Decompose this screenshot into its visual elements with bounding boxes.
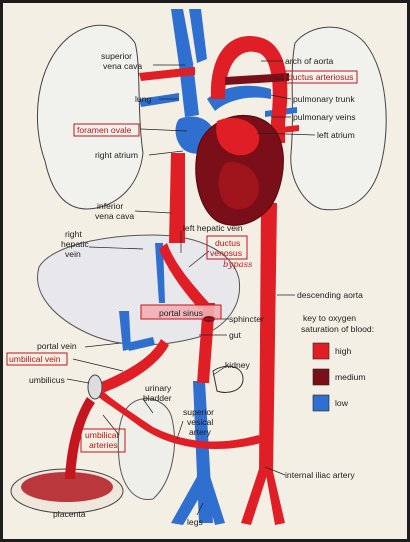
lung-label: lung — [135, 94, 151, 104]
right-lung — [290, 26, 387, 211]
handwritten-bypass-note: bypass — [223, 260, 253, 270]
legend-title: key to oxygen saturation of blood: — [301, 313, 374, 334]
ductus-arteriosus-box — [284, 70, 358, 84]
left-atrium-label: left atrium — [317, 130, 355, 140]
left-lung — [36, 24, 144, 210]
umbilical-vein-box — [6, 352, 68, 366]
legend-label-low: low — [335, 398, 349, 408]
labels: superior vena cava arch of aorta lung du… — [9, 51, 363, 527]
gut-label: gut — [229, 330, 242, 340]
legs-label: legs — [187, 517, 203, 527]
leader-lines — [66, 60, 316, 516]
fetal-circulation-diagram: superior vena cava arch of aorta lung du… — [6, 9, 387, 527]
sphincter-label: sphincter — [229, 314, 264, 324]
portal-sinus-label: portal sinus — [159, 308, 203, 318]
ductus-venosus-label: ductus venosus — [210, 238, 243, 258]
urinary-bladder-label: urinary bladder — [143, 383, 174, 403]
legend-swatch-high — [312, 342, 330, 360]
red-vessels — [65, 36, 299, 525]
urinary-bladder — [117, 398, 175, 500]
arch-of-aorta-label: arch of aorta — [285, 56, 333, 66]
portal-sinus-region — [141, 305, 221, 319]
kidney-label: kidney — [225, 360, 251, 370]
foramen-ovale-box — [73, 123, 140, 137]
internal-iliac-artery-label: internal iliac artery — [285, 470, 355, 480]
descending-aorta-label: descending aorta — [297, 290, 363, 300]
kidney — [212, 365, 244, 393]
left-hepatic-vein-label: left hepatic vein — [183, 223, 243, 233]
heart — [195, 114, 284, 226]
legend-label-medium: medium — [335, 372, 366, 382]
umbilicus-label: umbilicus — [29, 375, 65, 385]
portal-sinus-box — [140, 304, 222, 320]
ductus-arteriosus-label: ductus arteriosus — [288, 72, 353, 82]
umbilical-arteries-box — [80, 428, 126, 453]
portal-vein-label: portal vein — [37, 341, 77, 351]
right-hepatic-vein-label: right hepatic vein — [61, 229, 91, 259]
umbilical-arteries-label: umbilical arteries — [85, 430, 121, 450]
legend-label-high: high — [335, 346, 351, 356]
pulmonary-veins-label: pulmonary veins — [293, 112, 356, 122]
inferior-vena-cava-label: inferior vena cava — [95, 201, 134, 221]
ductus-venosus-box — [206, 235, 248, 260]
foramen-ovale-label: foramen ovale — [77, 125, 132, 135]
legend-swatch-low — [312, 394, 330, 412]
pulmonary-trunk-label: pulmonary trunk — [293, 94, 355, 104]
placenta-label: placenta — [53, 509, 86, 519]
right-atrium-label: right atrium — [95, 150, 138, 160]
superior-vena-cava-label: superior vena cava — [101, 51, 142, 71]
umbilicus-ring — [87, 374, 103, 400]
superior-vesical-artery-label: superior vesical artery — [183, 407, 216, 437]
legend: key to oxygen saturation of blood: high m… — [301, 313, 374, 412]
legend-swatch-medium — [312, 368, 330, 386]
umbilical-vein-label: umbilical vein — [9, 354, 61, 364]
